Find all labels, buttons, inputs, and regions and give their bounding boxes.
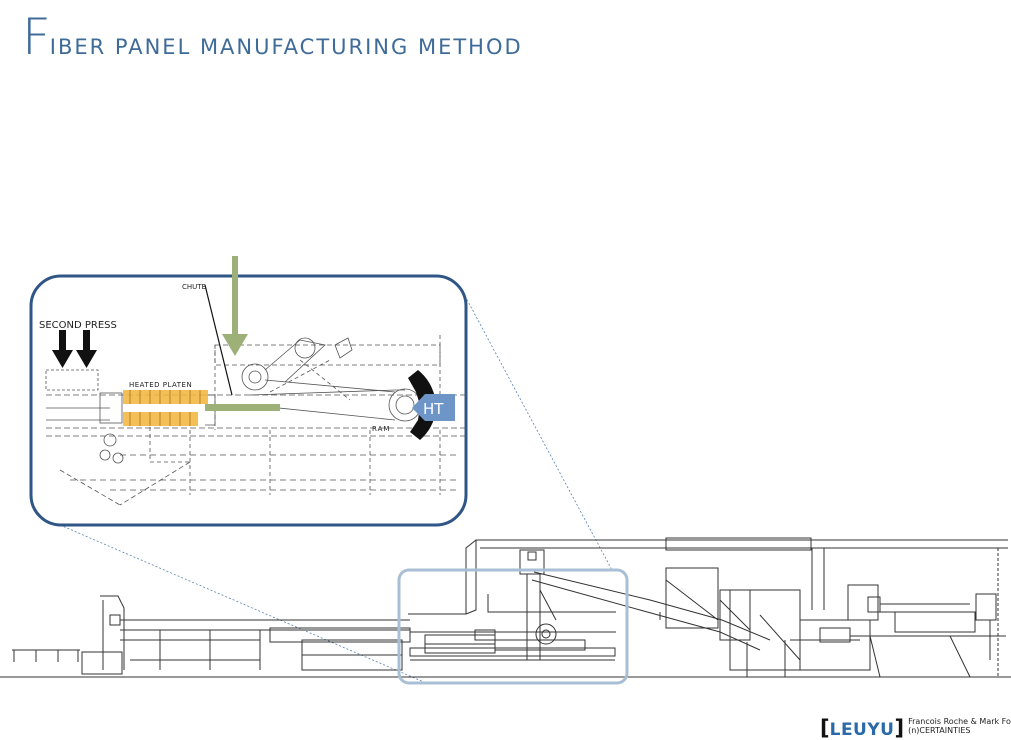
inset-line-drawing <box>45 284 466 506</box>
title-rest: IBER PANEL MANUFACTURING METHOD <box>49 35 523 59</box>
logo-bracket-close: ] <box>894 716 905 740</box>
chute-arrow-icon <box>222 256 248 356</box>
ram-label: RAM <box>372 425 390 433</box>
second-press-label: SECOND PRESS <box>39 320 117 331</box>
heated-platen <box>123 390 208 426</box>
footer-logo: [LEUYU]Francois Roche & Mark Fornes(n)CE… <box>820 716 1011 740</box>
credits: Francois Roche & Mark Fornes(n)CERTAINTI… <box>908 717 1011 735</box>
inset-panel: CHUTE SECOND PRESS HEATED PLATEN RAM HT <box>29 256 468 527</box>
title-initial: F <box>22 8 51 66</box>
down-arrow-icon <box>52 330 97 368</box>
fiber-panel-strip <box>205 404 280 411</box>
highlight-frame <box>397 568 629 685</box>
logo-bracket-open: [ <box>820 716 830 740</box>
zoom-guide-lines <box>59 295 613 684</box>
chute-label: CHUTE <box>182 283 206 291</box>
authors-text: Francois Roche & Mark Fornes <box>908 717 1011 726</box>
subtitle-text: (n)CERTAINTIES <box>908 726 971 735</box>
brand-name: LEUYU <box>829 720 895 740</box>
machine-line-drawing <box>0 537 1011 678</box>
heated-platen-label: HEATED PLATEN <box>129 381 192 389</box>
ht-label: HT <box>423 400 444 418</box>
slide-title: FIBER PANEL MANUFACTURING METHOD <box>22 8 523 66</box>
ht-badge-icon <box>412 394 455 421</box>
